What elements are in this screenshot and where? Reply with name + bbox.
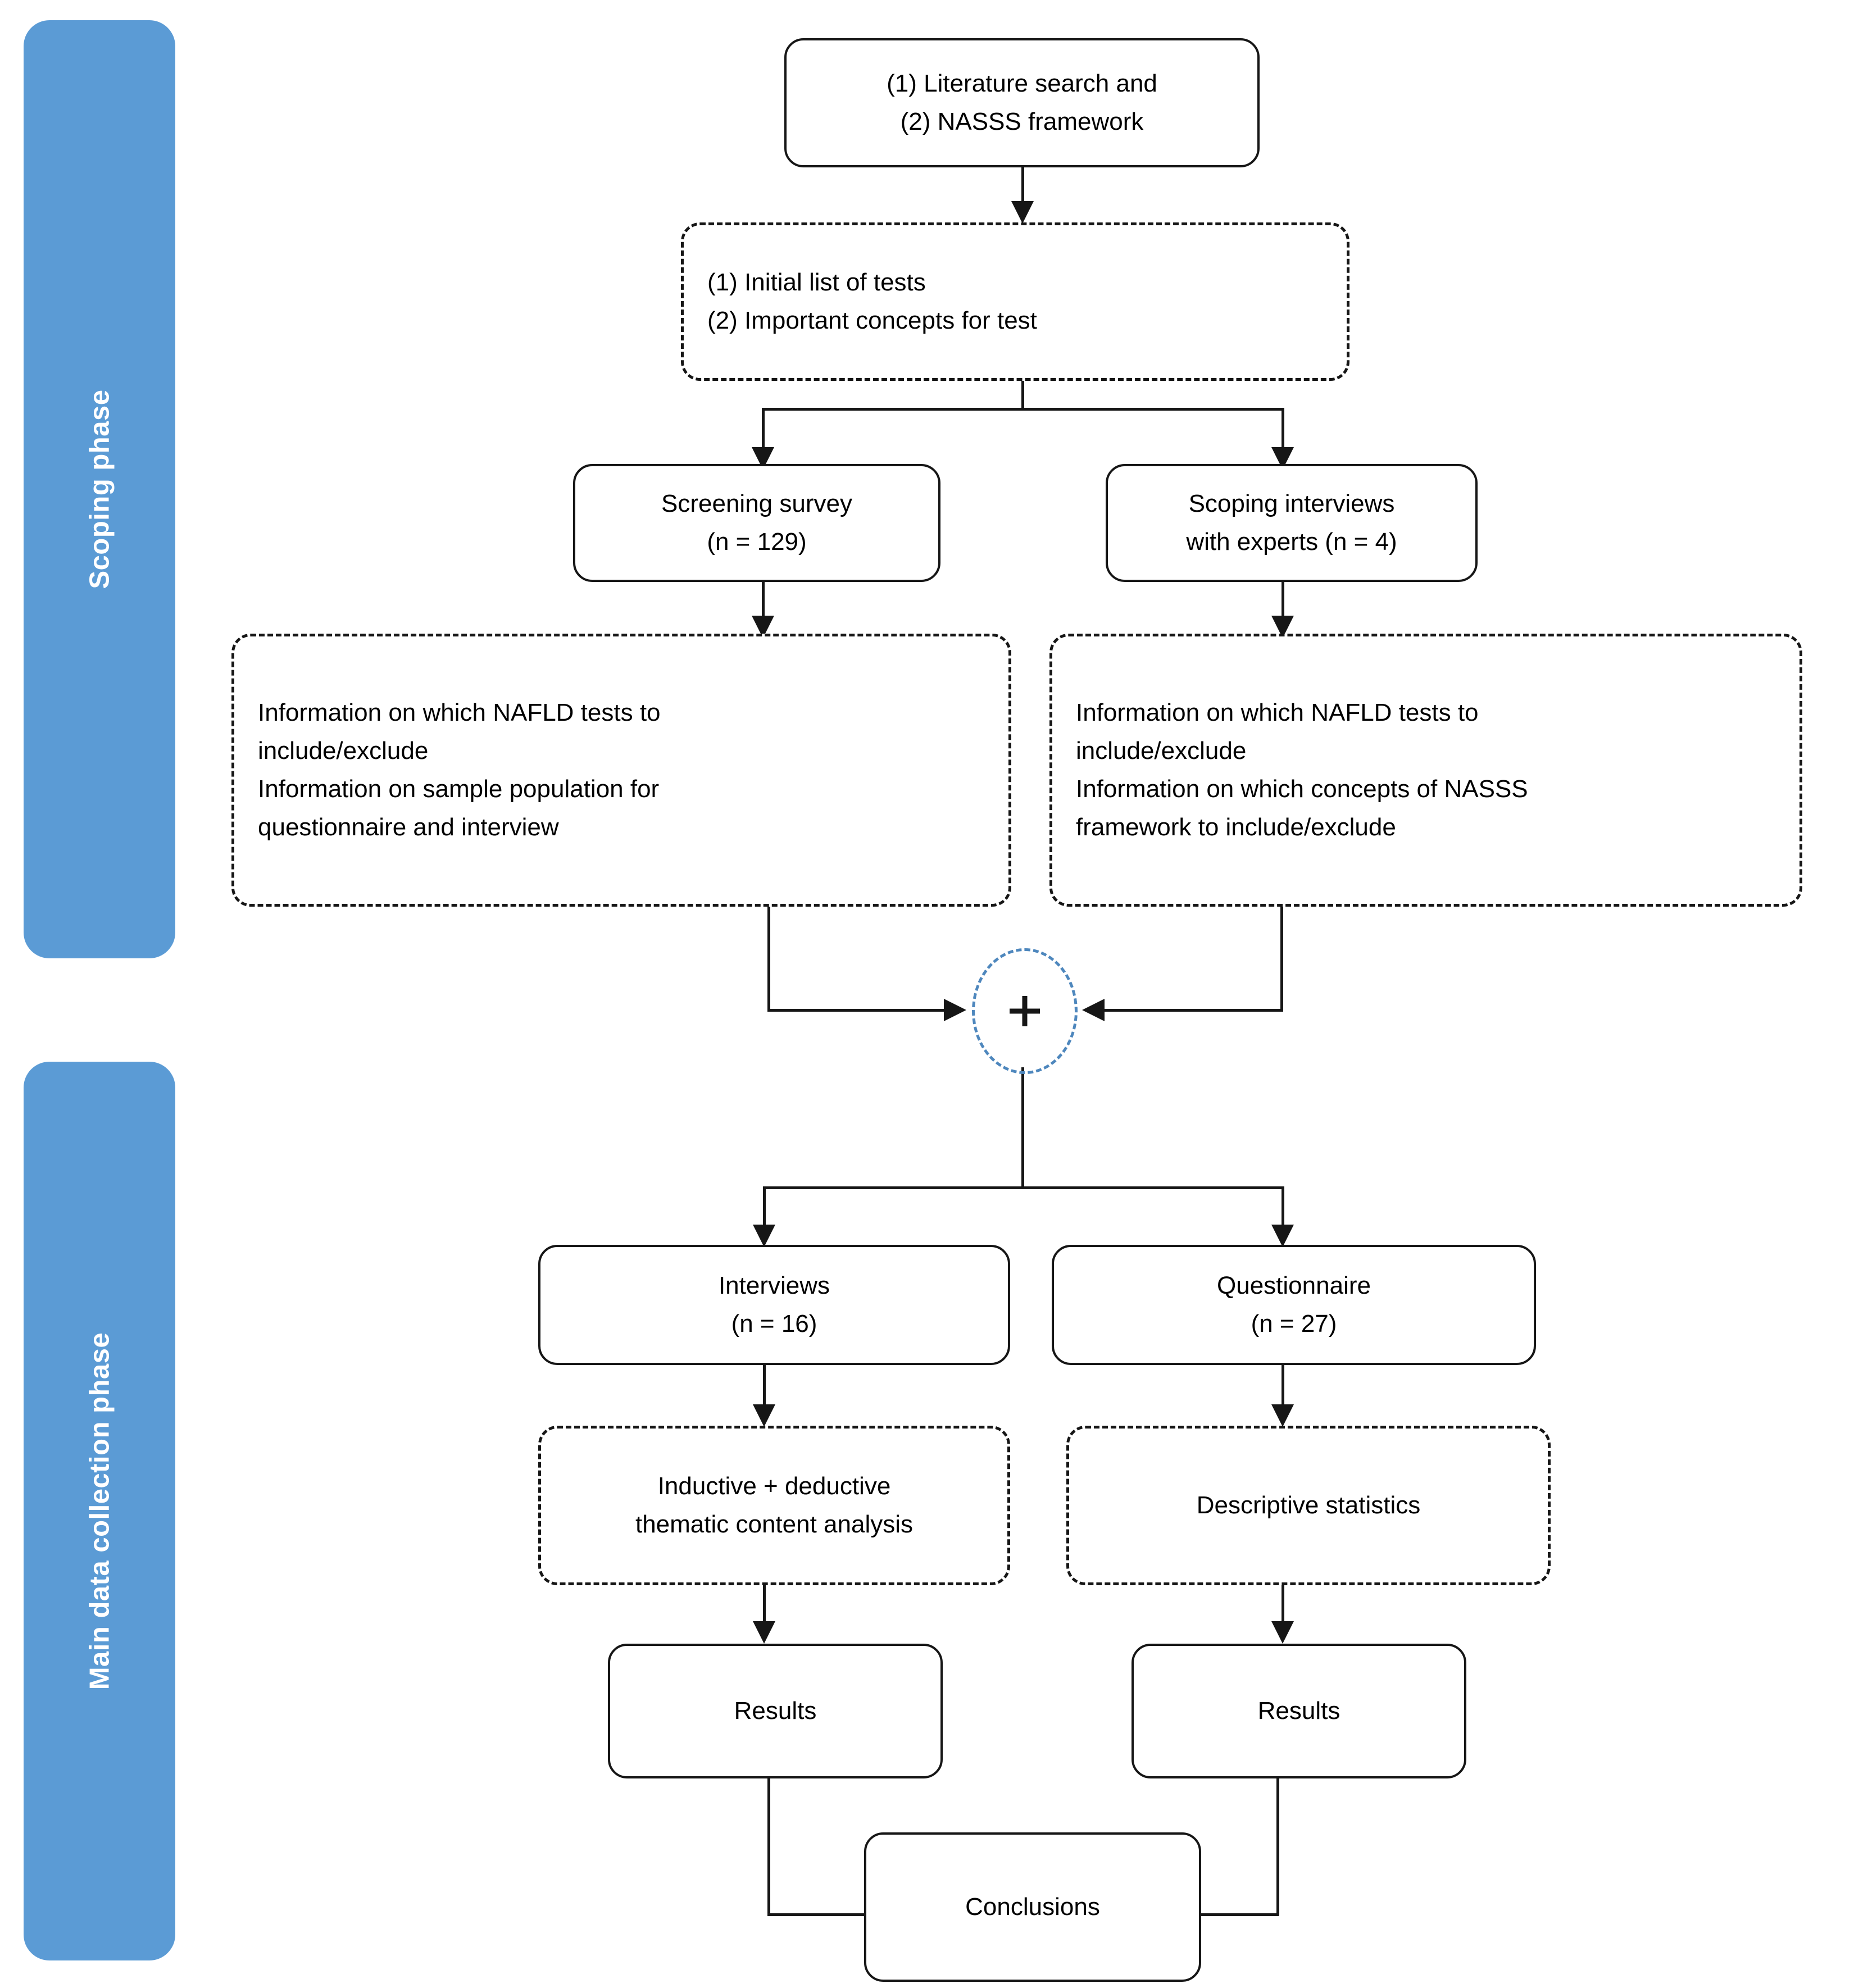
node-survey-findings-line-1: Information on which NAFLD tests to — [258, 698, 661, 726]
node-interview-findings[interactable]: Information on which NAFLD tests to incl… — [1049, 634, 1802, 907]
connector-scoping-split-right-drop — [1282, 408, 1284, 456]
node-scoping-interviews-line-2: with experts (n = 4) — [1186, 528, 1397, 556]
connector-analysis-to-results-left — [763, 1585, 766, 1630]
arrowhead-thematic-analysis — [753, 1404, 775, 1427]
node-survey-findings-line-3: Information on sample population for — [258, 775, 660, 803]
node-questionnaire-line-1: Questionnaire — [1217, 1271, 1371, 1299]
node-results-left[interactable]: Results — [608, 1644, 943, 1778]
connector-merge-stem — [1021, 1067, 1024, 1189]
connector-results-left-right — [767, 1913, 869, 1916]
node-results-right[interactable]: Results — [1132, 1644, 1466, 1778]
phase-bar-main-data-collection: Main data collection phase — [24, 1062, 175, 1960]
node-scoping-outputs-line-2: (2) Important concepts for test — [707, 307, 1037, 334]
arrowhead-merge-from-left — [944, 999, 966, 1021]
node-interview-findings-line-4: framework to include/exclude — [1076, 813, 1396, 841]
node-scoping-outputs[interactable]: (1) Initial list of tests (2) Important … — [681, 222, 1349, 381]
arrowhead-results-right — [1271, 1621, 1294, 1644]
arrowhead-questionnaire — [1271, 1225, 1294, 1247]
connector-questionnaire-to-statistics — [1282, 1365, 1284, 1413]
node-interviews[interactable]: Interviews (n = 16) — [538, 1245, 1010, 1365]
node-interviews-line-1: Interviews — [718, 1271, 830, 1299]
connector-screening-survey-to-findings — [762, 582, 765, 625]
connector-lower-split-right-drop — [1282, 1186, 1284, 1236]
connector-results-right-down — [1276, 1778, 1279, 1916]
connector-lower-split-left-drop — [763, 1186, 766, 1236]
connector-sources-to-scoping-outputs — [1021, 167, 1024, 211]
node-results-left-line-1: Results — [734, 1696, 817, 1725]
node-interviews-line-2: (n = 16) — [731, 1310, 817, 1338]
phase-bar-main-data-collection-label: Main data collection phase — [84, 1332, 115, 1690]
node-thematic-analysis-line-1: Inductive + deductive — [657, 1472, 891, 1500]
connector-survey-findings-down — [767, 907, 770, 1011]
node-interview-findings-line-2: include/exclude — [1076, 736, 1247, 765]
arrowhead-interviews — [753, 1225, 775, 1247]
node-screening-survey-line-2: (n = 129) — [707, 528, 807, 556]
phase-bar-scoping-label: Scoping phase — [84, 389, 115, 589]
arrowhead-descriptive-statistics — [1271, 1404, 1294, 1427]
node-scoping-interviews[interactable]: Scoping interviews with experts (n = 4) — [1106, 464, 1478, 582]
node-conclusions[interactable]: Conclusions — [864, 1832, 1201, 1982]
node-thematic-analysis[interactable]: Inductive + deductive thematic content a… — [538, 1426, 1010, 1585]
connector-scoping-split-bar — [762, 408, 1284, 411]
arrowhead-merge-from-right — [1082, 999, 1105, 1021]
node-interview-findings-line-1: Information on which NAFLD tests to — [1076, 698, 1479, 726]
phase-bar-scoping: Scoping phase — [24, 20, 175, 958]
node-descriptive-statistics[interactable]: Descriptive statistics — [1066, 1426, 1551, 1585]
arrowhead-results-left — [753, 1621, 775, 1644]
node-scoping-outputs-line-1: (1) Initial list of tests — [707, 268, 926, 296]
connector-scoping-outputs-stem — [1021, 381, 1024, 409]
node-sources-line-1: (1) Literature search and — [887, 69, 1157, 97]
node-survey-findings-line-2: include/exclude — [258, 736, 429, 765]
node-screening-survey-line-1: Screening survey — [661, 489, 852, 517]
node-results-right-line-1: Results — [1257, 1696, 1340, 1725]
node-sources[interactable]: (1) Literature search and (2) NASSS fram… — [784, 38, 1260, 167]
connector-scoping-split-left-drop — [762, 408, 765, 456]
node-conclusions-line-1: Conclusions — [965, 1893, 1100, 1921]
connector-interviews-to-analysis — [763, 1365, 766, 1413]
node-scoping-interviews-line-1: Scoping interviews — [1188, 489, 1395, 517]
arrowhead-scoping-outputs — [1011, 201, 1034, 224]
node-screening-survey[interactable]: Screening survey (n = 129) — [573, 464, 940, 582]
node-questionnaire[interactable]: Questionnaire (n = 27) — [1052, 1245, 1536, 1365]
node-survey-findings[interactable]: Information on which NAFLD tests to incl… — [231, 634, 1011, 907]
plus-icon — [1010, 996, 1040, 1026]
node-descriptive-statistics-line-1: Descriptive statistics — [1196, 1491, 1421, 1519]
connector-results-left-down — [767, 1778, 770, 1916]
connector-survey-findings-right — [767, 1009, 947, 1012]
node-sources-line-2: (2) NASSS framework — [900, 108, 1144, 135]
connector-statistics-to-results-right — [1282, 1585, 1284, 1630]
node-thematic-analysis-line-2: thematic content analysis — [635, 1511, 914, 1538]
node-survey-findings-line-4: questionnaire and interview — [258, 813, 559, 841]
node-questionnaire-line-2: (n = 27) — [1251, 1310, 1337, 1338]
connector-interview-findings-left — [1102, 1009, 1283, 1012]
connector-results-right-left — [1183, 1913, 1279, 1916]
connector-interview-findings-down — [1280, 907, 1283, 1011]
node-interview-findings-line-3: Information on which concepts of NASSS — [1076, 775, 1528, 803]
connector-lower-split-bar — [763, 1186, 1284, 1189]
connector-scoping-interviews-to-findings — [1282, 582, 1284, 625]
node-merge-combine[interactable] — [972, 948, 1078, 1074]
